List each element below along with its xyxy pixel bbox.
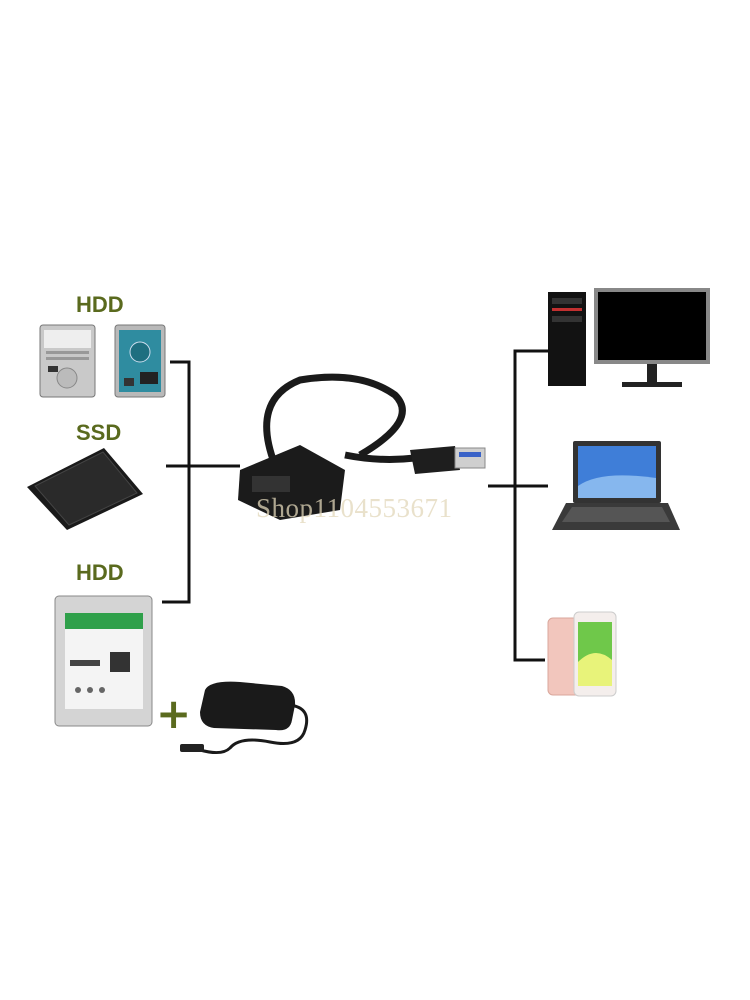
right-connector-lines [488, 349, 548, 662]
watermark: Shop1104553671 [256, 493, 453, 523]
ssd-icon [27, 448, 143, 530]
smartphone-icon [547, 611, 617, 697]
laptop-hdd-pcb-icon [114, 324, 166, 398]
monitor-icon [594, 288, 710, 387]
hdd-label-bottom: HDD [76, 560, 124, 585]
hdd-label-top: HDD [76, 292, 124, 317]
laptop-hdd-icon [39, 324, 96, 398]
power-adapter-icon [180, 681, 309, 755]
ssd-label: SSD [76, 420, 122, 445]
laptop-icon [552, 441, 680, 530]
desktop-hdd-icon [54, 595, 153, 727]
desktop-pc-icon [548, 292, 586, 386]
sata-usb-adapter-icon [238, 373, 486, 520]
left-connector-lines [162, 360, 240, 604]
plus-sign: + [156, 689, 192, 738]
